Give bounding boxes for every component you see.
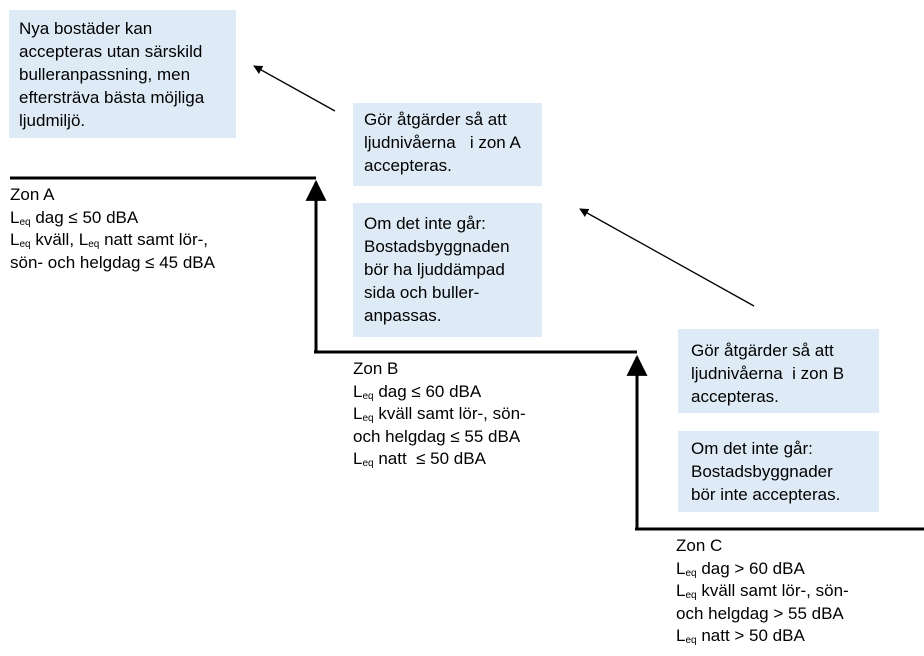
zone-c-line-2: Leq kväll samt lör-, sön- <box>676 581 849 601</box>
zone-a-criteria: Zon A Leq dag ≤ 50 dBA Leq kväll, Leq na… <box>10 184 215 274</box>
zone-c-line-1: Leq dag > 60 dBA <box>676 558 805 579</box>
box-line: Nya bostäder kan <box>19 19 153 38</box>
zone-a-line-3: sön- och helgdag ≤ 45 dBA <box>10 252 215 272</box>
box-line: bör ha ljuddämpad <box>364 260 505 279</box>
zone-b-line-3: och helgdag ≤ 55 dBA <box>353 426 521 446</box>
box-line: ljudnivåerna i zon B <box>691 364 845 383</box>
top-left-info-box: Nya bostäder kan accepteras utan särskil… <box>9 10 236 138</box>
box-line: sida och buller- <box>364 283 480 302</box>
box-line: anpassas. <box>364 306 442 325</box>
box-line: ljudnivåerna i zon A <box>364 133 521 152</box>
zone-a-action-box: Gör åtgärder så att ljudnivåerna i zon A… <box>353 103 542 186</box>
box-line: accepteras. <box>364 156 452 175</box>
zone-b-line-2: Leq kväll samt lör-, sön- <box>353 404 526 424</box>
box-line: Om det inte går: <box>364 214 486 233</box>
zone-b-title: Zon B <box>353 359 399 378</box>
zone-c-line-3: och helgdag > 55 dBA <box>676 603 844 623</box>
zone-c-fallback-box: Om det inte går: Bostadsbyggnader bör in… <box>678 431 879 512</box>
zone-c-title: Zon C <box>676 536 723 555</box>
box-line: Gör åtgärder så att <box>691 341 834 360</box>
arrow-to-top-left-box <box>253 65 336 112</box>
zone-b-fallback-box: Om det inte går: Bostadsbyggnaden bör ha… <box>353 203 542 337</box>
zone-b-action-box: Gör åtgärder så att ljudnivåerna i zon B… <box>678 329 879 413</box>
zone-b-line-4: Leq natt ≤ 50 dBA <box>353 449 486 469</box>
box-line: Om det inte går: <box>691 439 813 458</box>
zone-a-title: Zon A <box>10 185 55 204</box>
zone-b-line-1: Leq dag ≤ 60 dBA <box>353 381 482 402</box>
box-line: ljudmiljö. <box>19 111 86 130</box>
box-line: accepteras. <box>691 387 779 406</box>
box-line: eftersträva bästa möjliga <box>19 88 205 107</box>
box-line: bör inte accepteras. <box>691 485 841 504</box>
zone-a-line-1: Leq dag ≤ 50 dBA <box>10 207 139 228</box>
box-line: Gör åtgärder så att <box>364 110 507 129</box>
zone-a-line-2: Leq kväll, Leq natt samt lör-, <box>10 230 209 250</box>
zone-c-criteria: Zon C Leq dag > 60 dBA Leq kväll samt lö… <box>676 535 849 648</box>
box-line: bulleranpassning, men <box>19 65 191 84</box>
zone-b-criteria: Zon B Leq dag ≤ 60 dBA Leq kväll samt lö… <box>353 358 526 471</box>
box-line: accepteras utan särskild <box>19 42 203 61</box>
box-line: Bostadsbyggnader <box>691 462 833 481</box>
box-line: Bostadsbyggnaden <box>364 237 510 256</box>
arrow-to-zone-a-box <box>579 208 755 307</box>
zone-c-line-4: Leq natt > 50 dBA <box>676 626 805 646</box>
